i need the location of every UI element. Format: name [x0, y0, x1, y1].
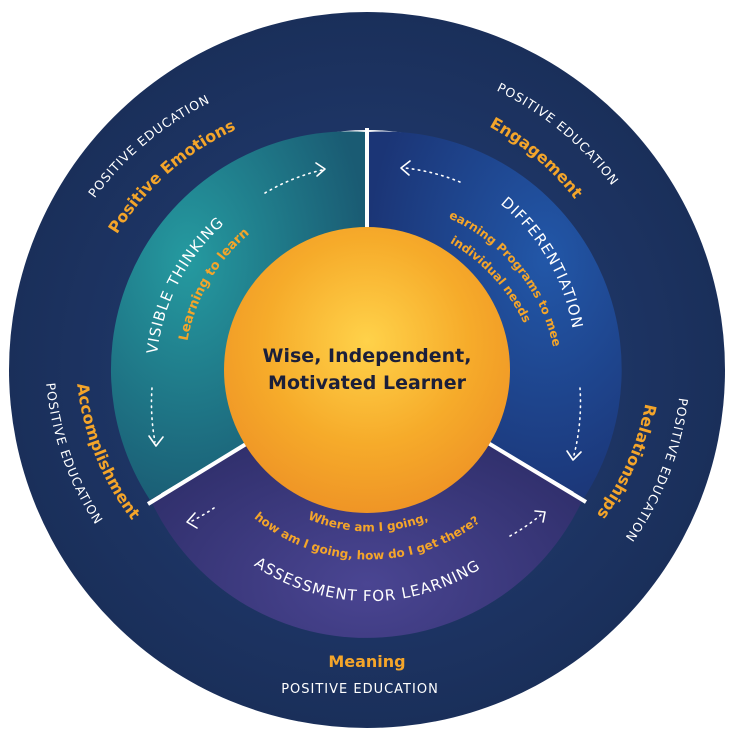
assessment-arrow-left — [186, 507, 215, 529]
center-circle — [224, 227, 510, 513]
center-line-2: Motivated Learner — [268, 372, 467, 394]
assessment-arrow-right — [509, 510, 546, 537]
center-line-1: Wise, Independent, — [263, 345, 472, 367]
visible-thinking-arrow-top — [264, 162, 326, 194]
differentiation-arrow-top — [400, 160, 461, 183]
meaning-caption: POSITIVE EDUCATION — [281, 682, 439, 697]
meaning-label: Meaning — [328, 652, 405, 671]
visible-thinking-arrow-left — [148, 387, 164, 447]
differentiation-arrow-right — [566, 387, 582, 461]
